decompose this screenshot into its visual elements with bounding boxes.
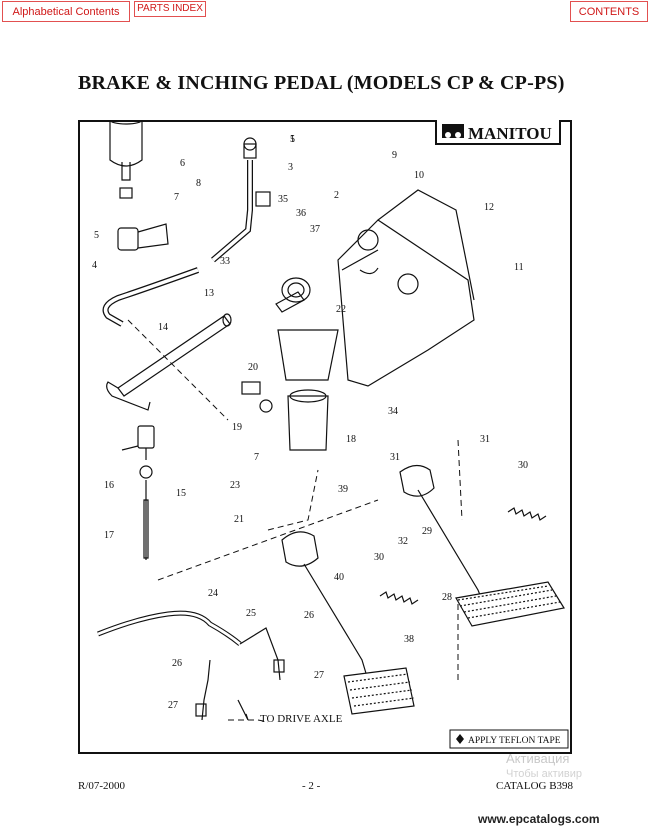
callout-14: 14 [158,322,168,333]
callout-21: 21 [234,514,244,525]
drive-axle-note: TO DRIVE AXLE [260,713,343,725]
callout-29: 29 [422,526,432,537]
callout-1: 2 [334,190,339,201]
return-spring [379,591,419,605]
os-activation-watermark-subtext: Чтобы активир [506,768,582,780]
callout-25: 25 [246,608,256,619]
callout-1: 1 [290,134,295,145]
master-cylinder-part [241,329,339,451]
return-spring [507,507,547,521]
page-title: BRAKE & INCHING PEDAL (MODELS CP & CP-PS… [78,72,565,94]
pedal-linkage [121,425,155,560]
callout-labels: 1 2 3 4 5 5 6 7 7 8 9 10 11 12 13 14 15 … [92,134,528,711]
site-url: www.epcatalogs.com [478,812,600,826]
diamond-icon [456,734,464,744]
callout-22: 22 [336,304,346,315]
callout-39: 39 [338,484,348,495]
callout-26: 26 [304,610,314,621]
callout-30: 30 [374,552,384,563]
callout-24: 24 [208,588,218,599]
callout-40: 40 [334,572,344,583]
callout-30: 30 [518,460,528,471]
contents-button[interactable]: CONTENTS [570,1,648,22]
callout-6: 6 [180,158,185,169]
callout-10: 10 [414,170,424,181]
callout-3: 3 [288,162,293,173]
callout-32: 32 [398,536,408,547]
callout-19: 19 [232,422,242,433]
callout-7: 7 [254,452,259,463]
manitou-logo: MANITOU [435,120,561,145]
callout-9: 9 [392,150,397,161]
callout-27: 27 [314,670,324,681]
callout-4: 4 [92,260,97,271]
footer-page-number: - 2 - [302,780,321,792]
callout-13: 13 [204,288,214,299]
callout-12: 12 [484,202,494,213]
callout-15: 15 [176,488,186,499]
callout-5: 5 [94,230,99,241]
leader-lines [127,319,463,723]
callout-26: 26 [172,658,182,669]
mounting-bracket-part [275,189,475,387]
diagram-frame [78,120,572,754]
callout-5: 5 [290,134,295,145]
footer-revision: R/07-2000 [78,780,126,792]
callout-36: 36 [296,208,306,219]
callout-7: 7 [174,192,179,203]
callout-16: 16 [104,480,114,491]
callout-31: 31 [480,434,490,445]
logo-text: MANITOU [468,124,552,143]
os-activation-watermark: Активация [506,751,570,766]
callout-31: 31 [390,452,400,463]
callout-8: 8 [196,178,201,189]
brake-pedal-part [399,464,565,627]
callout-35: 35 [278,194,288,205]
callout-11: 11 [514,262,524,273]
callout-27: 27 [168,700,178,711]
callout-28: 28 [442,592,452,603]
inching-pedal-part [281,531,415,715]
parts-index-button[interactable]: PARTS INDEX [134,1,206,17]
callout-17: 17 [104,530,114,541]
callout-18: 18 [346,434,356,445]
alphabetical-contents-button[interactable]: Alphabetical Contents [2,1,130,22]
footer-catalog: CATALOG B398 [496,780,574,792]
legend-box: APPLY TEFLON TAPE [449,729,569,749]
callout-34: 34 [388,406,398,417]
reservoir-part [109,120,169,251]
callout-20: 20 [248,362,258,373]
legend-text: APPLY TEFLON TAPE [468,736,561,746]
callout-33: 33 [220,256,230,267]
callout-38: 38 [404,634,414,645]
exploded-parts-diagram: MANITOU [92,120,569,749]
cross-shaft-part [106,313,232,411]
callout-37: 37 [310,224,320,235]
callout-23: 23 [230,480,240,491]
